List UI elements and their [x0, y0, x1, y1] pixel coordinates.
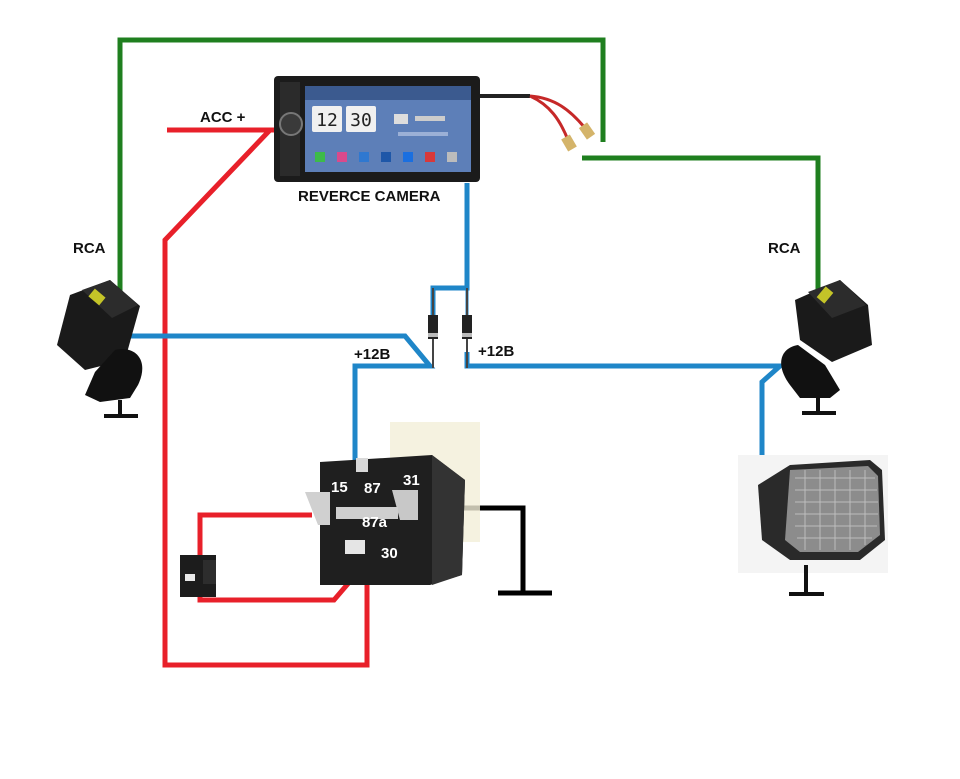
relay-pin-87: 87 [364, 480, 381, 497]
relay: 15 87 31 87a 30 [305, 422, 480, 585]
head-unit-harness [480, 94, 596, 152]
app-icon-music [337, 152, 347, 162]
acc-to-relay-wire [162, 128, 370, 668]
diode-left [428, 288, 438, 368]
radio-icon [394, 114, 408, 124]
diode-right [462, 288, 472, 368]
app-icon-video [359, 152, 369, 162]
relay-pin-31: 31 [403, 472, 420, 489]
plus12-left-wire [130, 333, 436, 460]
app-icon-home [315, 152, 325, 162]
relay-pin-30: 30 [381, 545, 398, 562]
rca-wire-left [117, 37, 606, 295]
clock-hours: 12 [316, 110, 338, 131]
reverse-lamp [738, 455, 888, 596]
bluetooth-icon [403, 152, 413, 162]
rca-label-right: RCA [768, 240, 801, 257]
clock-minutes: 30 [350, 110, 372, 131]
rca-label-left: RCA [73, 240, 106, 257]
settings-icon [447, 152, 457, 162]
rear-camera-left [57, 280, 143, 418]
plus12-right-wire [464, 352, 787, 485]
reverse-camera-label: REVERCE CAMERA [298, 188, 441, 205]
relay-pin-87a: 87a [362, 514, 388, 531]
rear-camera-right [781, 280, 872, 415]
acc-label: ACC + [200, 109, 246, 126]
plus12-label-left: +12B [354, 346, 390, 363]
app-icon-car [425, 152, 435, 162]
plus12-label-right: +12B [478, 343, 514, 360]
reverse-switch [180, 555, 216, 597]
volume-knob [279, 112, 303, 136]
rca-wire-right [582, 155, 821, 295]
head-unit: 12 30 [274, 76, 480, 182]
app-icon-gallery [381, 152, 391, 162]
switch-icon [185, 574, 195, 581]
relay-pin-15: 15 [331, 479, 348, 496]
switch-wire-top [197, 512, 312, 562]
